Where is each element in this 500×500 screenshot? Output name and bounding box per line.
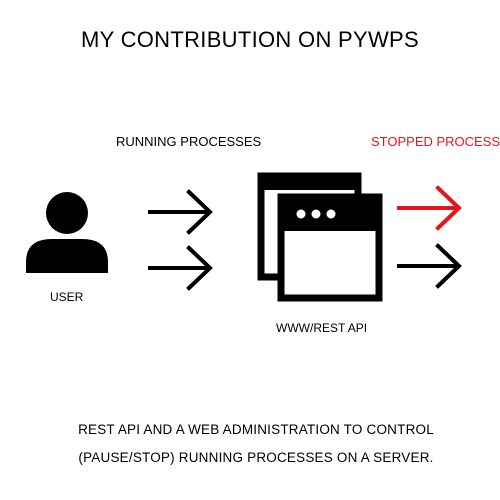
caption: REST API AND A WEB ADMINISTRATION TO CON…: [0, 416, 500, 472]
running-processes-label: RUNNING PROCESSES: [116, 134, 262, 149]
caption-line-2: (PAUSE/STOP) RUNNING PROCESSES ON A SERV…: [78, 450, 434, 465]
user-label: USER: [50, 290, 84, 304]
caption-line-1: REST API AND A WEB ADMINISTRATION TO CON…: [78, 422, 434, 437]
api-label: WWW/REST API: [276, 321, 368, 335]
page-title: MY CONTRIBUTION ON PYWPS: [80, 27, 420, 52]
stopped-process-label: STOPPED PROCESS: [371, 134, 500, 149]
